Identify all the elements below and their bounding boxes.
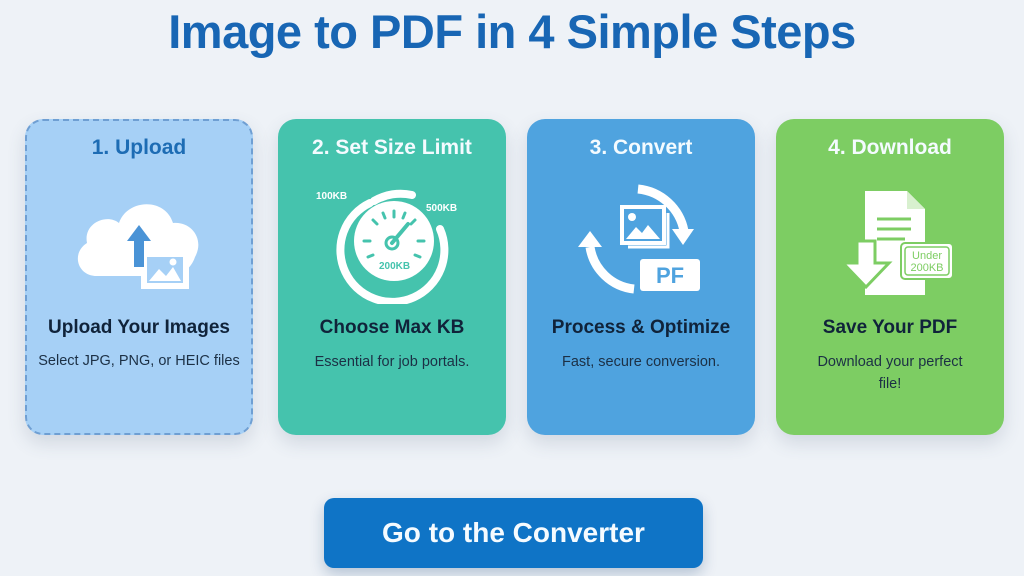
speedometer-gauge-icon: 100KB 500KB 200KB <box>278 179 506 304</box>
step-title: 4. Download <box>828 136 952 159</box>
step-card-download[interactable]: 4. Download Under 200KB Save Your PDF Do… <box>776 119 1004 435</box>
step-card-upload[interactable]: 1. Upload Upload Your Images Select JPG,… <box>25 119 253 435</box>
step-heading: Save Your PDF <box>822 317 958 338</box>
svg-text:100KB: 100KB <box>316 191 347 202</box>
step-title: 3. Convert <box>589 136 693 159</box>
step-heading: Process & Optimize <box>551 317 731 338</box>
page-title: Image to PDF in 4 Simple Steps <box>168 5 856 58</box>
step-description: Essential for job portals. <box>314 354 470 370</box>
step-title: 2. Set Size Limit <box>312 136 472 159</box>
step-card-convert[interactable]: 3. Convert PF Process & Optimize Fast, s… <box>527 119 755 435</box>
step-description: Select JPG, PNG, or HEIC files <box>38 353 240 369</box>
step-heading: Choose Max KB <box>319 317 465 338</box>
go-to-converter-button[interactable]: Go to the Converter <box>324 498 703 568</box>
cloud-upload-image-icon <box>27 181 251 306</box>
svg-text:PF: PF <box>656 263 684 288</box>
step-card-size-limit[interactable]: 2. Set Size Limit 100KB 500KB 200KB <box>278 119 506 435</box>
svg-text:500KB: 500KB <box>426 203 457 214</box>
svg-text:200KB: 200KB <box>379 261 410 272</box>
svg-text:200KB: 200KB <box>910 262 943 274</box>
step-description: Fast, secure conversion. <box>562 354 720 370</box>
image-to-pdf-convert-icon: PF <box>527 179 755 304</box>
step-heading: Upload Your Images <box>48 317 230 338</box>
step-title: 1. Upload <box>91 136 187 159</box>
step-description: Download your perfect file! <box>817 354 963 392</box>
svg-text:Under: Under <box>912 250 942 262</box>
document-download-icon: Under 200KB <box>776 179 1004 304</box>
